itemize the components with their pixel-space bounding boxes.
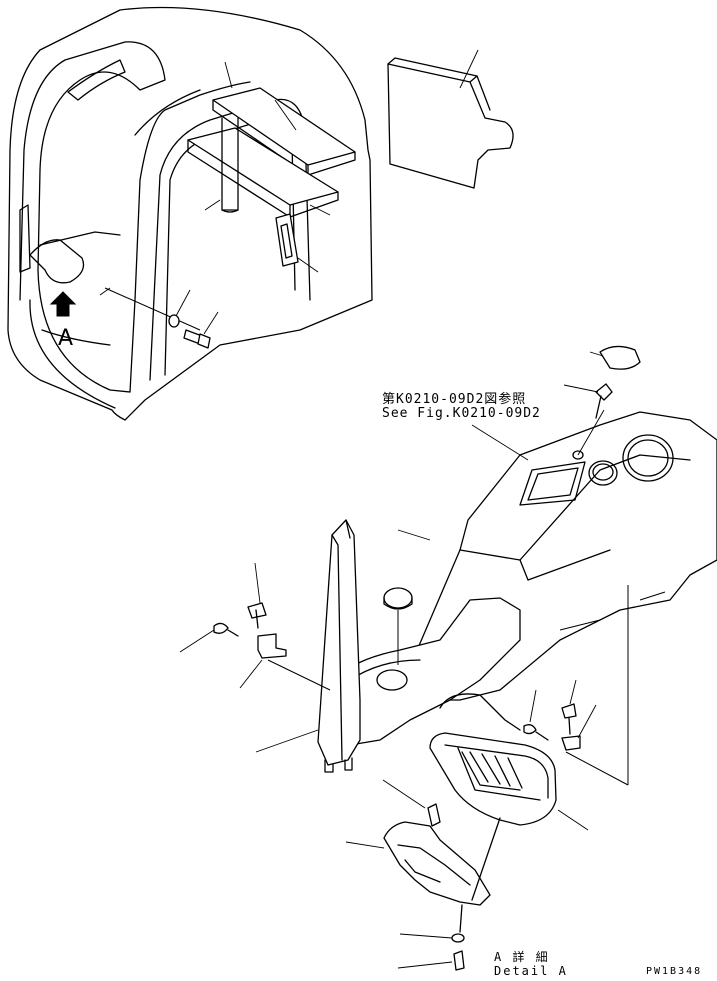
reference-note-jp: 第K0210-09D2図参照 [382, 392, 527, 407]
detail-caption-en: Detail A [494, 964, 568, 978]
console-assembly [179, 345, 717, 971]
insulation-panel [387, 49, 514, 189]
drawing-code: PW1B348 [646, 966, 703, 977]
view-arrow-icon [49, 291, 77, 317]
cab-overview [7, 6, 373, 421]
view-label: A [58, 326, 74, 351]
reference-note-en: See Fig.K0210-09D2 [382, 406, 541, 421]
detail-caption-jp: A 詳 細 [494, 950, 550, 964]
